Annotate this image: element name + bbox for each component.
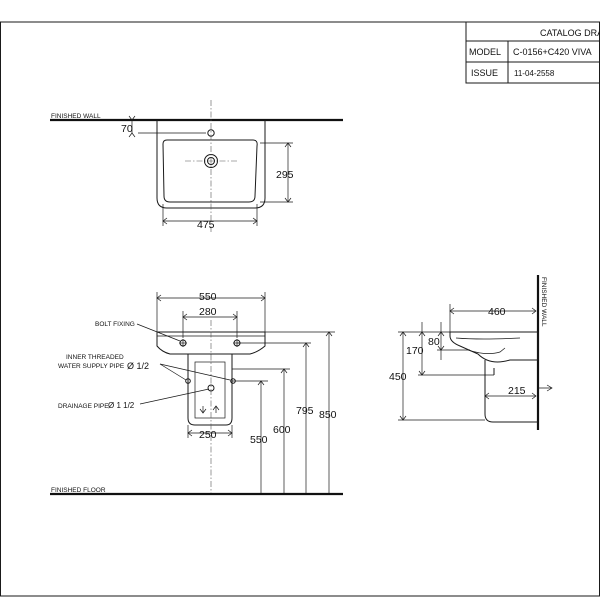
arrow-up-right — [212, 405, 220, 413]
dim-top-depth: 295 — [276, 169, 294, 181]
pedestal-front — [187, 354, 233, 426]
drainage-pipe-label: DRAINAGE PIPE — [58, 403, 109, 410]
basin-front-body — [156, 331, 266, 355]
issue-label: ISSUE — [471, 68, 498, 78]
dim-side-80: 80 — [428, 336, 440, 348]
title-block-header: CATALOG DRA — [540, 28, 600, 38]
dim-h-600: 600 — [273, 424, 291, 436]
dim-side-215: 215 — [508, 385, 526, 397]
dim-bolt-spacing: 280 — [199, 306, 217, 318]
water-supply-label-2: WATER SUPPLY PIPE — [58, 363, 125, 370]
water-supply-size: Ø 1/2 — [127, 361, 149, 371]
drainage-pipe-size: Ø 1 1/2 — [108, 401, 135, 410]
dim-top-offset: 70 — [121, 123, 133, 135]
title-block: CATALOG DRA MODEL C-0156+C420 VIVA ISSUE… — [465, 21, 600, 84]
model-value: C-0156+C420 VIVA — [513, 47, 592, 57]
dim-front-width: 550 — [199, 291, 217, 303]
front-view: 550 280 BOLT FIXING — [50, 291, 343, 496]
basin-bowl-top — [162, 139, 258, 203]
dim-h-550: 550 — [250, 434, 268, 446]
issue-value: 11-04-2558 — [514, 69, 555, 78]
model-label: MODEL — [469, 47, 501, 57]
dim-pedestal-width: 250 — [199, 429, 217, 441]
dim-side-170: 170 — [406, 345, 424, 357]
pedestal-side — [484, 360, 538, 423]
bolt-fixing-label: BOLT FIXING — [95, 321, 135, 328]
top-view: FINISHED WALL 70 295 475 — [50, 100, 343, 232]
dim-top-width: 475 — [197, 219, 215, 231]
dim-side-depth: 460 — [488, 306, 506, 318]
pedestal-recess — [194, 361, 226, 419]
dim-h-850: 850 — [319, 409, 337, 421]
finished-floor-label: FINISHED FLOOR — [51, 487, 106, 494]
dim-side-450: 450 — [389, 371, 407, 383]
title-block-frame — [465, 21, 600, 84]
arrow-down-left — [199, 406, 207, 414]
dim-h-795: 795 — [296, 405, 314, 417]
basin-side-profile — [449, 331, 539, 363]
water-supply-left — [185, 378, 191, 384]
finished-wall-side-label: FINISHED WALL — [540, 277, 547, 327]
bolt-fixing-left — [179, 339, 187, 347]
finished-wall-top-label: FINISHED WALL — [51, 113, 101, 120]
drawing-frame — [0, 21, 600, 597]
water-supply-label-1: INNER THREADED — [66, 354, 124, 361]
side-view: FINISHED WALL 460 215 450 170 — [389, 275, 553, 430]
